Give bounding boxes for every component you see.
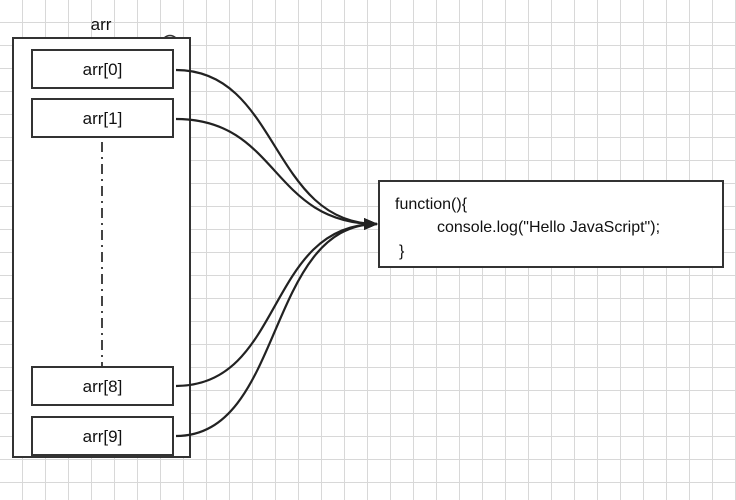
connector-arr-8 bbox=[175, 218, 378, 388]
function-line-2: console.log("Hello JavaScript"); bbox=[437, 219, 660, 236]
cell-label: arr[0] bbox=[83, 60, 123, 79]
function-line-1: function(){ bbox=[395, 196, 468, 213]
container-tab-mark bbox=[163, 34, 177, 39]
cell-arr-0[interactable]: arr[0] bbox=[31, 49, 174, 89]
connector-arr-0 bbox=[175, 68, 378, 230]
cell-label: arr[8] bbox=[83, 377, 123, 396]
cell-arr-1[interactable]: arr[1] bbox=[31, 98, 174, 138]
cell-arr-8[interactable]: arr[8] bbox=[31, 366, 174, 406]
function-box[interactable]: function(){ console.log("Hello JavaScrip… bbox=[378, 180, 724, 268]
cell-label: arr[1] bbox=[83, 109, 123, 128]
function-line-3: } bbox=[399, 243, 405, 260]
cell-arr-9[interactable]: arr[9] bbox=[31, 416, 174, 456]
cell-label: arr[9] bbox=[83, 427, 123, 446]
connector-arr-1 bbox=[175, 117, 378, 230]
container-label: arr bbox=[91, 15, 112, 34]
connector-arr-9 bbox=[175, 218, 378, 438]
